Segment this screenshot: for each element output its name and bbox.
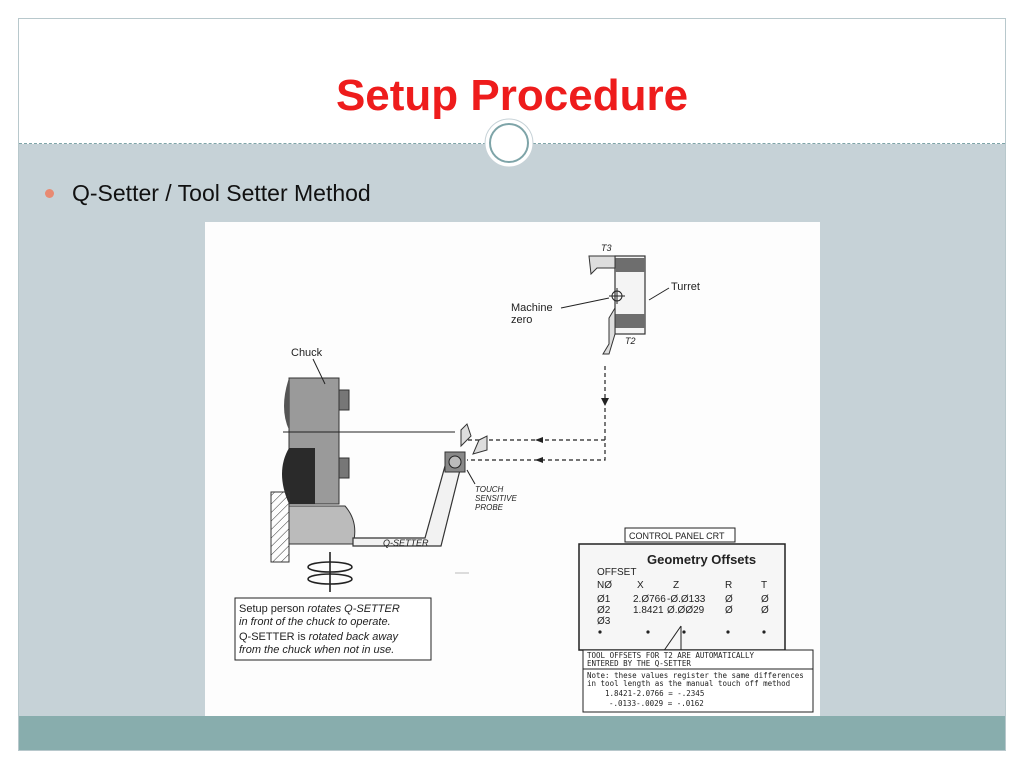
crt-cell: Ø.ØØ29 [667, 605, 705, 616]
crt-cell: -Ø.Ø133 [667, 594, 706, 605]
note-line3b: rotated back away [309, 631, 400, 643]
crt-column-header: T [761, 580, 767, 591]
crt-column-header: R [725, 580, 732, 591]
crt-column-header: NØ [597, 580, 612, 591]
crt-panel-label: CONTROL PANEL CRT [629, 531, 725, 541]
crt-ellipsis-dot [762, 630, 766, 634]
crt-offset-label: OFFSET [597, 567, 636, 578]
crt-column-header: Z [673, 580, 679, 591]
crt-cell: Ø [761, 605, 769, 616]
info-calc1: 1.8421-2.0766 = -.2345 [605, 689, 704, 698]
turret-label: Turret [671, 281, 700, 293]
note-line3a: Q-SETTER is [239, 631, 309, 643]
note-line4: from the chuck when not in use. [239, 644, 394, 656]
t2-label: T2 [625, 336, 636, 346]
tool-offsets-info-box: TOOL OFFSETS FOR T2 ARE AUTOMATICALLY EN… [582, 649, 814, 713]
chuck [282, 377, 350, 505]
svg-text:Q-SETTER is rotated back away: Q-SETTER is rotated back away [239, 631, 399, 643]
crt-ellipsis-dot [598, 630, 602, 634]
crt-cell: Ø3 [597, 616, 611, 627]
crt-heading: Geometry Offsets [647, 552, 756, 567]
crt-cell: Ø [761, 594, 769, 605]
bullet-text: Q-Setter / Tool Setter Method [72, 180, 371, 206]
info-line2: ENTERED BY THE Q-SETTER [587, 659, 691, 668]
bullet-icon [45, 189, 54, 198]
probe-label-2: SENSITIVE [475, 494, 517, 503]
svg-text:Setup person rotates Q-SETTER: Setup person rotates Q-SETTER [239, 603, 400, 615]
crt-ellipsis-dot [726, 630, 730, 634]
crt-panel: CONTROL PANEL CRT Geometry Offsets OFFSE… [578, 527, 786, 651]
crt-cell: Ø [725, 605, 733, 616]
crt-ellipsis-dot [682, 630, 686, 634]
t3-label: T3 [601, 243, 612, 253]
footer-bar [19, 716, 1005, 750]
note-line1a: Setup person [239, 603, 308, 615]
machine-zero-label-1: Machine [511, 302, 553, 314]
crt-cell: Ø1 [597, 594, 611, 605]
qsetter-arm [270, 423, 488, 563]
slide-frame [18, 18, 1006, 751]
crt-ellipsis-dot [646, 630, 650, 634]
crt-column-header: X [637, 580, 644, 591]
probe-label-1: TOUCH [475, 485, 504, 494]
info-note2: in tool length as the manual touch off m… [587, 679, 790, 688]
qsetter-diagram: T3 T2 Turret Machine zero Chuck Q-SETTER… [205, 222, 820, 716]
slide-title: Setup Procedure [335, 71, 689, 120]
qsetter-label: Q-SETTER [383, 538, 429, 548]
bullet-item: Q-Setter / Tool Setter Method [45, 180, 371, 207]
crt-cell: 2.Ø766 [633, 594, 666, 605]
divider-ring-icon [484, 118, 534, 168]
crt-cell: 1.8421 [633, 605, 664, 616]
probe-label-3: PROBE [475, 503, 504, 512]
crt-cell: Ø [725, 594, 733, 605]
machine-zero-label-2: zero [511, 314, 532, 326]
info-calc2: -.0133-.0029 = -.0162 [609, 699, 704, 708]
rotation-arrows-icon [307, 552, 353, 592]
note-line1b: rotates Q-SETTER [308, 603, 400, 615]
info-line1: TOOL OFFSETS FOR T2 ARE AUTOMATICALLY [587, 651, 755, 660]
info-note1: Note: these values register the same dif… [587, 671, 804, 680]
chuck-label: Chuck [291, 347, 323, 359]
note-line2: in front of the chuck to operate. [239, 616, 391, 628]
setup-note-box: Setup person rotates Q-SETTER in front o… [234, 597, 432, 661]
crt-cell: Ø2 [597, 605, 611, 616]
turret [588, 255, 646, 355]
